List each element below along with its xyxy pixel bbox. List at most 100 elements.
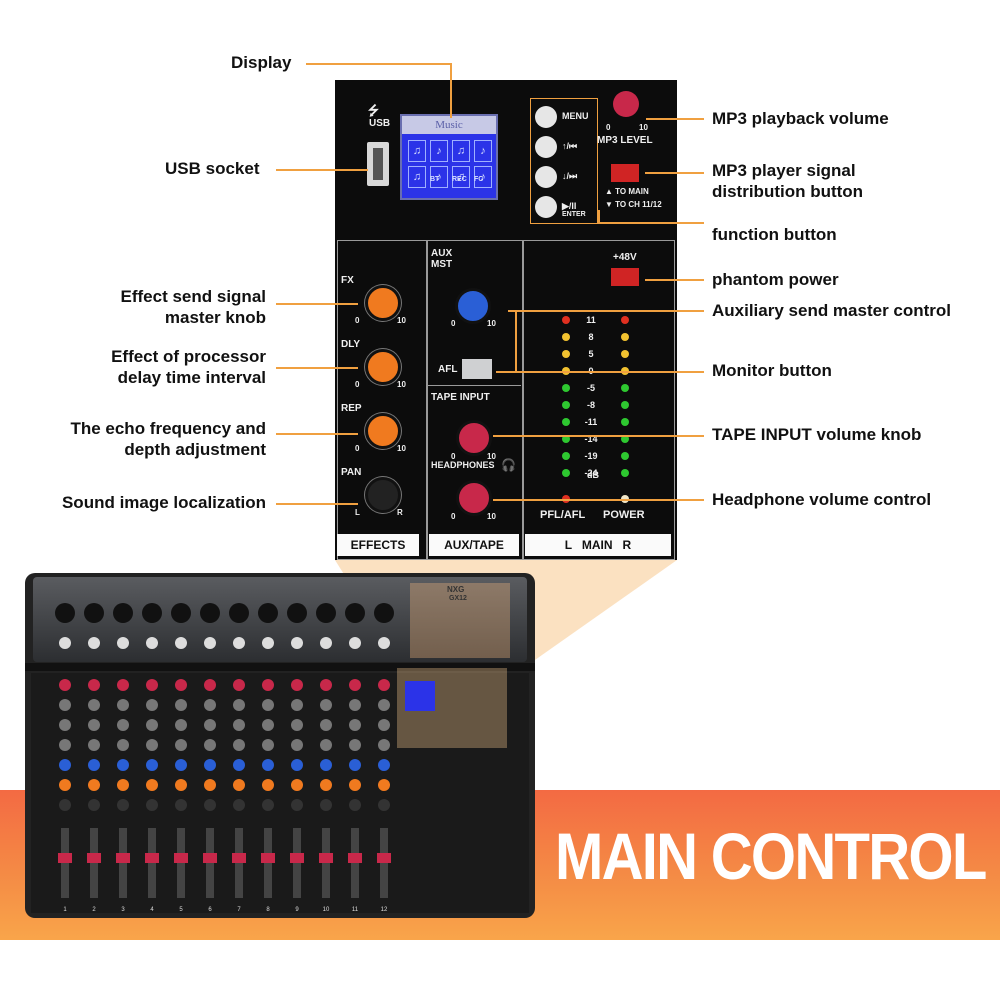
meter-led-r — [621, 452, 629, 460]
channel-knob — [59, 699, 71, 711]
channel-knob — [291, 779, 303, 791]
function-button-3[interactable] — [535, 166, 557, 188]
channel-knob — [175, 679, 187, 691]
channel-knob — [175, 759, 187, 771]
callout-phantom-power: phantom power — [712, 270, 839, 289]
callout-monitor-button: Monitor button — [712, 361, 832, 380]
xlr-input — [171, 603, 191, 623]
pan-knob[interactable] — [365, 477, 401, 513]
aux-max: 10 — [487, 319, 496, 328]
mp3-level-knob[interactable] — [613, 91, 639, 117]
channel-knob — [117, 699, 129, 711]
effects-knob-min: 0 — [355, 380, 360, 389]
channel-knob — [146, 779, 158, 791]
channel-knob — [59, 719, 71, 731]
meter-led-r — [621, 401, 629, 409]
channel-knob — [378, 679, 390, 691]
channel-knob — [59, 679, 71, 691]
lcd-icon: ♪ — [474, 166, 492, 188]
channel-number: 11 — [352, 907, 359, 913]
banner-title: MAIN CONTROL — [555, 819, 987, 893]
mp3-max: 10 — [639, 123, 648, 132]
lcd-icon: ♪ — [430, 140, 448, 162]
channel-knob — [320, 719, 332, 731]
phantom-power-button[interactable] — [611, 268, 639, 286]
jack-input — [59, 637, 71, 649]
mp3-distribution-button[interactable] — [611, 164, 639, 182]
channel-knob — [233, 759, 245, 771]
xlr-input — [142, 603, 162, 623]
headphones-knob[interactable] — [456, 480, 492, 516]
channel-number: 1 — [63, 907, 67, 913]
meter-led-r — [621, 435, 629, 443]
to-ch-label: ▼ TO CH 11/12 — [605, 200, 662, 209]
channel-knob — [349, 739, 361, 751]
channel-knob — [117, 739, 129, 751]
channel-knob — [117, 799, 129, 811]
effects-knob-max: 10 — [397, 444, 406, 453]
channel-knob — [175, 779, 187, 791]
channel-knob — [291, 739, 303, 751]
jack-input — [88, 637, 100, 649]
jack-input — [378, 637, 390, 649]
channel-knob — [378, 739, 390, 751]
channel-knob — [146, 719, 158, 731]
meter-scale-label: -8 — [586, 400, 595, 410]
headphones-label: HEADPHONES — [431, 460, 495, 470]
jack-input — [204, 637, 216, 649]
aux-tape-footer: AUX/TAPE — [429, 534, 519, 556]
callout-mp3-distribution: MP3 player signal distribution button — [712, 161, 864, 201]
meter-scale-label: -24 — [584, 468, 598, 478]
lcd-title: Music — [402, 116, 496, 134]
usb-socket[interactable] — [367, 142, 389, 186]
tape-input-label: TAPE INPUT — [431, 392, 490, 403]
callout-rep: The echo frequency and depth adjustment — [70, 419, 266, 459]
channel-knob — [262, 799, 274, 811]
effects-footer: EFFECTS — [337, 534, 419, 556]
channel-number: 3 — [121, 907, 125, 913]
rep-knob[interactable] — [365, 413, 401, 449]
channel-knob — [175, 719, 187, 731]
afl-monitor-button[interactable] — [462, 359, 492, 379]
channel-knob — [88, 679, 100, 691]
phantom-label: +48V — [613, 252, 637, 263]
function-button-4[interactable] — [535, 196, 557, 218]
xlr-input — [287, 603, 307, 623]
channel-knob — [146, 679, 158, 691]
jack-input — [262, 637, 274, 649]
mixer-model: GX12 — [449, 595, 467, 602]
channel-knob — [204, 719, 216, 731]
effects-knob-max: R — [397, 508, 403, 517]
channel-knob — [262, 719, 274, 731]
lcd-icon: ♫ — [452, 140, 470, 162]
channel-knob — [175, 699, 187, 711]
meter-led-r — [621, 418, 629, 426]
channel-knob — [378, 699, 390, 711]
meter-led-r — [621, 384, 629, 392]
mp3-level-label: MP3 LEVEL — [597, 135, 653, 146]
channel-number: 4 — [150, 907, 154, 913]
meter-led-l — [562, 350, 570, 358]
xlr-input — [374, 603, 394, 623]
meter-scale-label: -11 — [584, 417, 598, 427]
channel-knob — [88, 699, 100, 711]
lcd-icon: ♫ — [452, 166, 470, 188]
function-button-1[interactable] — [535, 106, 557, 128]
channel-knob — [88, 719, 100, 731]
aux-master-knob[interactable] — [455, 288, 491, 324]
meter-led-r — [621, 333, 629, 341]
meter-led-r — [621, 316, 629, 324]
callout-pan: Sound image localization — [61, 493, 266, 512]
fader-cap — [319, 853, 333, 863]
lcd-icon: ♫ — [408, 166, 426, 188]
channel-knob — [262, 779, 274, 791]
function-button-2[interactable] — [535, 136, 557, 158]
jack-input — [233, 637, 245, 649]
fx-knob[interactable] — [365, 285, 401, 321]
dly-knob[interactable] — [365, 349, 401, 385]
effects-knob-max: 10 — [397, 380, 406, 389]
channel-knob — [320, 679, 332, 691]
channel-knob — [378, 719, 390, 731]
tape-input-knob[interactable] — [456, 420, 492, 456]
effects-knob-min: 0 — [355, 444, 360, 453]
